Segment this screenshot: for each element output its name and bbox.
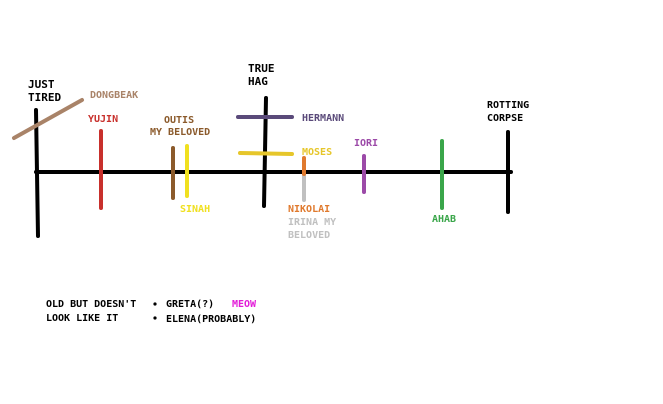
note-item-greta: GRETA(?) [166,299,214,310]
axis-tick-just-tired [34,108,40,238]
note-item-meow: MEOW [232,299,257,310]
marker-nikolai-label: NIKOLAI [288,204,330,215]
marker-outis-label: OUTIS MY BELOVED [150,115,210,138]
note-bullet-1 [153,302,157,306]
axis-label-true-hag: TRUE HAG [248,62,281,88]
note-label: OLD BUT DOESN'T LOOK LIKE IT [46,299,142,324]
marker-ahab-label: AHAB [432,214,456,225]
marker-moses-label: MOSES [302,147,332,158]
marker-moses-line [238,151,294,156]
marker-sinah-label: SINAH [180,204,210,215]
marker-hermann-label: HERMANN [302,113,344,124]
marker-iori-label: IORI [354,138,378,149]
note-item-elena: ELENA(PROBABLY) [166,314,256,325]
axis-label-rotting-corpse: ROTTING CORPSE [487,100,535,124]
marker-irina-label: IRINA MY BELOVED [288,217,342,241]
marker-dongbeak-label: DONGBEAK [90,90,138,101]
marker-dongbeak-line [12,98,84,140]
note-bullet-2 [153,316,157,320]
marker-yujin-label: YUJIN [88,114,118,125]
axis-label-just-tired: JUST TIRED [28,78,61,104]
